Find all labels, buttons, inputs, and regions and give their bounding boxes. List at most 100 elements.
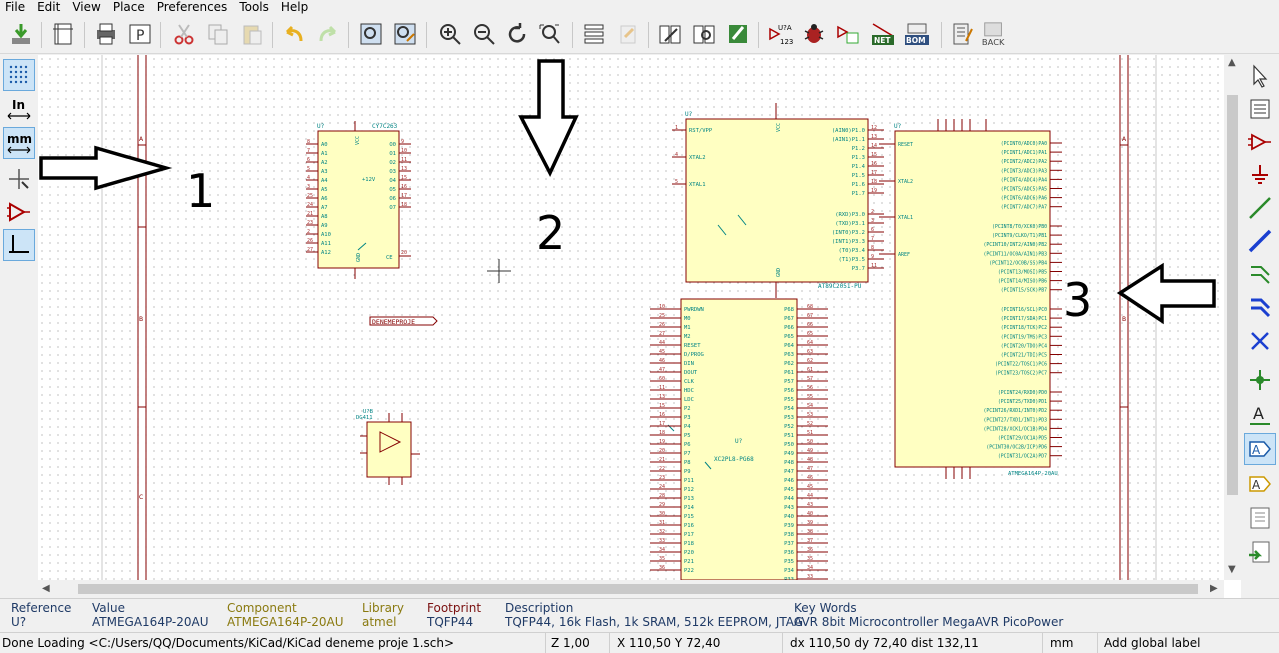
cursor-shape-icon[interactable] <box>3 163 35 195</box>
svg-text:CY7C263: CY7C263 <box>372 123 398 130</box>
find-replace-icon[interactable] <box>391 20 419 48</box>
menu-place[interactable]: Place <box>112 0 145 14</box>
info-keywords: Key Words AVR 8bit Microcontroller MegaA… <box>794 601 1064 629</box>
scroll-up-icon[interactable]: ▲ <box>1228 57 1236 68</box>
highlight-net-icon[interactable] <box>1244 93 1276 125</box>
erc-icon[interactable] <box>800 20 828 48</box>
menu-file[interactable]: File <box>5 0 26 14</box>
leave-sheet-icon[interactable] <box>614 20 642 48</box>
hidden-pins-icon[interactable] <box>3 196 35 228</box>
back-to-pcb-icon[interactable]: BACK <box>980 20 1008 48</box>
schematic-canvas-area[interactable]: A B C A B U? CY7C263 VCC +12V GND CE 20 <box>38 55 1241 598</box>
svg-text:GND: GND <box>356 253 362 262</box>
assign-footprints-icon[interactable] <box>948 20 976 48</box>
pin-number: 26 <box>307 238 313 244</box>
menu-preferences[interactable]: Preferences <box>156 0 228 14</box>
menu-edit[interactable]: Edit <box>37 0 61 14</box>
hierarchy-navigator-icon[interactable] <box>580 20 608 48</box>
pin-number: 51 <box>807 430 813 436</box>
schematic-canvas[interactable]: A B C A B U? CY7C263 VCC +12V GND CE 20 <box>38 55 1224 580</box>
orthogonal-wire-icon[interactable] <box>3 229 35 261</box>
bus-wire-entry-icon[interactable] <box>1244 258 1276 290</box>
hierarchical-label-icon[interactable]: A <box>1244 468 1276 500</box>
print-icon[interactable] <box>92 20 120 48</box>
generate-netlist-icon[interactable]: NET <box>869 20 897 48</box>
bom-icon[interactable]: BOM <box>903 20 931 48</box>
scroll-down-icon[interactable]: ▼ <box>1228 564 1236 575</box>
global-label-icon[interactable]: A <box>1244 433 1276 465</box>
info-component: Component ATMEGA164P-20AU <box>227 601 344 629</box>
pin-number: 13 <box>401 166 407 172</box>
place-wire-icon[interactable] <box>1244 192 1276 224</box>
pin-number: 12 <box>871 125 877 131</box>
pin-number: 20 <box>659 448 665 454</box>
vertical-scroll-thumb[interactable] <box>1227 95 1238 495</box>
pin-label: M2 <box>684 334 691 340</box>
bus-bus-entry-icon[interactable] <box>1244 291 1276 323</box>
left-options-toolbar: In mm <box>0 55 38 598</box>
plot-icon[interactable]: P <box>126 20 154 48</box>
hierarchical-sheet-icon[interactable] <box>1244 502 1276 534</box>
netlist-icon[interactable] <box>834 20 862 48</box>
import-sheet-pin-icon[interactable] <box>1244 536 1276 568</box>
no-connect-icon[interactable] <box>1244 325 1276 357</box>
copy-icon[interactable] <box>204 20 232 48</box>
library-browser-icon[interactable] <box>690 20 718 48</box>
page-settings-icon[interactable] <box>49 20 77 48</box>
redraw-icon[interactable] <box>503 20 531 48</box>
footprint-editor-icon[interactable] <box>724 20 752 48</box>
crosshair-cursor <box>487 259 511 283</box>
annotation-number-3: 3 <box>1063 273 1092 327</box>
pin-label: P17 <box>684 532 694 538</box>
pin-label: P3.7 <box>852 266 865 272</box>
find-icon[interactable] <box>357 20 385 48</box>
pin-number: 46 <box>807 475 813 481</box>
zoom-out-icon[interactable] <box>470 20 498 48</box>
grid-toggle-icon[interactable] <box>3 59 35 91</box>
paste-icon[interactable] <box>238 20 266 48</box>
pin-label: A8 <box>321 214 328 220</box>
pin-number: 68 <box>807 304 813 310</box>
pin-label: P43 <box>784 505 794 511</box>
pin-number: 33 <box>807 574 813 580</box>
junction-icon[interactable] <box>1244 364 1276 396</box>
horizontal-scrollbar[interactable]: ◀ ▶ <box>38 580 1224 598</box>
pin-label: P4 <box>684 424 691 430</box>
cut-icon[interactable] <box>170 20 198 48</box>
svg-text:BOM: BOM <box>906 36 926 45</box>
pin-number: 7 <box>871 236 874 242</box>
svg-text:20: 20 <box>401 250 407 256</box>
place-component-icon[interactable] <box>1244 126 1276 158</box>
menu-view[interactable]: View <box>72 0 101 14</box>
menu-tools[interactable]: Tools <box>239 0 269 14</box>
units-inch-icon[interactable]: In <box>3 93 35 125</box>
scroll-left-icon[interactable]: ◀ <box>42 583 50 594</box>
undo-icon[interactable] <box>280 20 308 48</box>
pin-number: 55 <box>807 394 813 400</box>
units-mm-icon[interactable]: mm <box>3 127 35 159</box>
info-value: Value ATMEGA164P-20AU <box>92 601 209 629</box>
pin-number: 66 <box>807 322 813 328</box>
pin-number: 23 <box>307 220 313 226</box>
vertical-scrollbar[interactable]: ▲ ▼ <box>1224 55 1241 580</box>
redo-icon[interactable] <box>314 20 342 48</box>
menu-help[interactable]: Help <box>280 0 309 14</box>
horizontal-scroll-thumb[interactable] <box>78 584 1198 594</box>
place-power-icon[interactable] <box>1244 159 1276 191</box>
zoom-fit-icon[interactable] <box>536 20 564 48</box>
svg-text:ATMEGA164P-20AU: ATMEGA164P-20AU <box>1008 471 1058 477</box>
scroll-right-icon[interactable]: ▶ <box>1210 583 1218 594</box>
pin-label: P13 <box>684 496 694 502</box>
library-editor-icon[interactable] <box>656 20 684 48</box>
svg-text:VCC: VCC <box>355 136 361 145</box>
save-icon[interactable] <box>7 20 35 48</box>
pin-label: (AIN0)P1.0 <box>832 128 865 134</box>
net-label-icon[interactable]: A <box>1244 399 1276 431</box>
zoom-in-icon[interactable] <box>436 20 464 48</box>
pin-number: 49 <box>807 448 813 454</box>
pin-number: 24 <box>307 202 313 208</box>
select-arrow-icon[interactable] <box>1244 60 1276 92</box>
pin-number: 16 <box>871 161 877 167</box>
place-bus-icon[interactable] <box>1244 225 1276 257</box>
